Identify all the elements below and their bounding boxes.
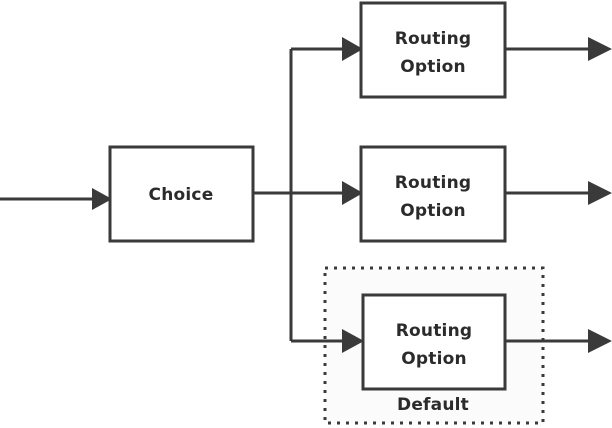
node-routing-option-3[interactable]: Routing Option — [361, 293, 507, 391]
node-choice-box[interactable] — [108, 145, 255, 243]
node-choice-label: Choice — [149, 185, 214, 205]
node-choice[interactable]: Choice — [108, 145, 255, 243]
node-routing-option-1-label-line2: Option — [400, 57, 466, 77]
arrowhead-output-bottom — [588, 329, 612, 353]
arrowhead-to-routing-option-3 — [342, 329, 364, 353]
node-routing-option-1-box[interactable] — [359, 1, 507, 99]
arrowhead-input-to-choice — [92, 188, 112, 210]
node-routing-option-3-label-line2: Option — [401, 349, 467, 369]
node-routing-option-2-box[interactable] — [359, 145, 507, 243]
node-routing-option-3-box[interactable] — [361, 293, 507, 391]
node-routing-option-2[interactable]: Routing Option — [359, 145, 507, 243]
node-routing-option-3-label-line1: Routing — [396, 321, 473, 341]
arrowhead-output-top — [588, 37, 612, 61]
node-routing-option-1-label-line1: Routing — [395, 29, 472, 49]
arrowhead-to-routing-option-2 — [342, 181, 363, 205]
arrowhead-output-middle — [588, 181, 612, 205]
default-group-label: Default — [397, 395, 469, 415]
node-routing-option-1[interactable]: Routing Option — [359, 1, 507, 99]
node-routing-option-2-label-line2: Option — [400, 201, 466, 221]
node-routing-option-2-label-line1: Routing — [395, 173, 472, 193]
arrowhead-to-routing-option-1 — [342, 37, 363, 61]
